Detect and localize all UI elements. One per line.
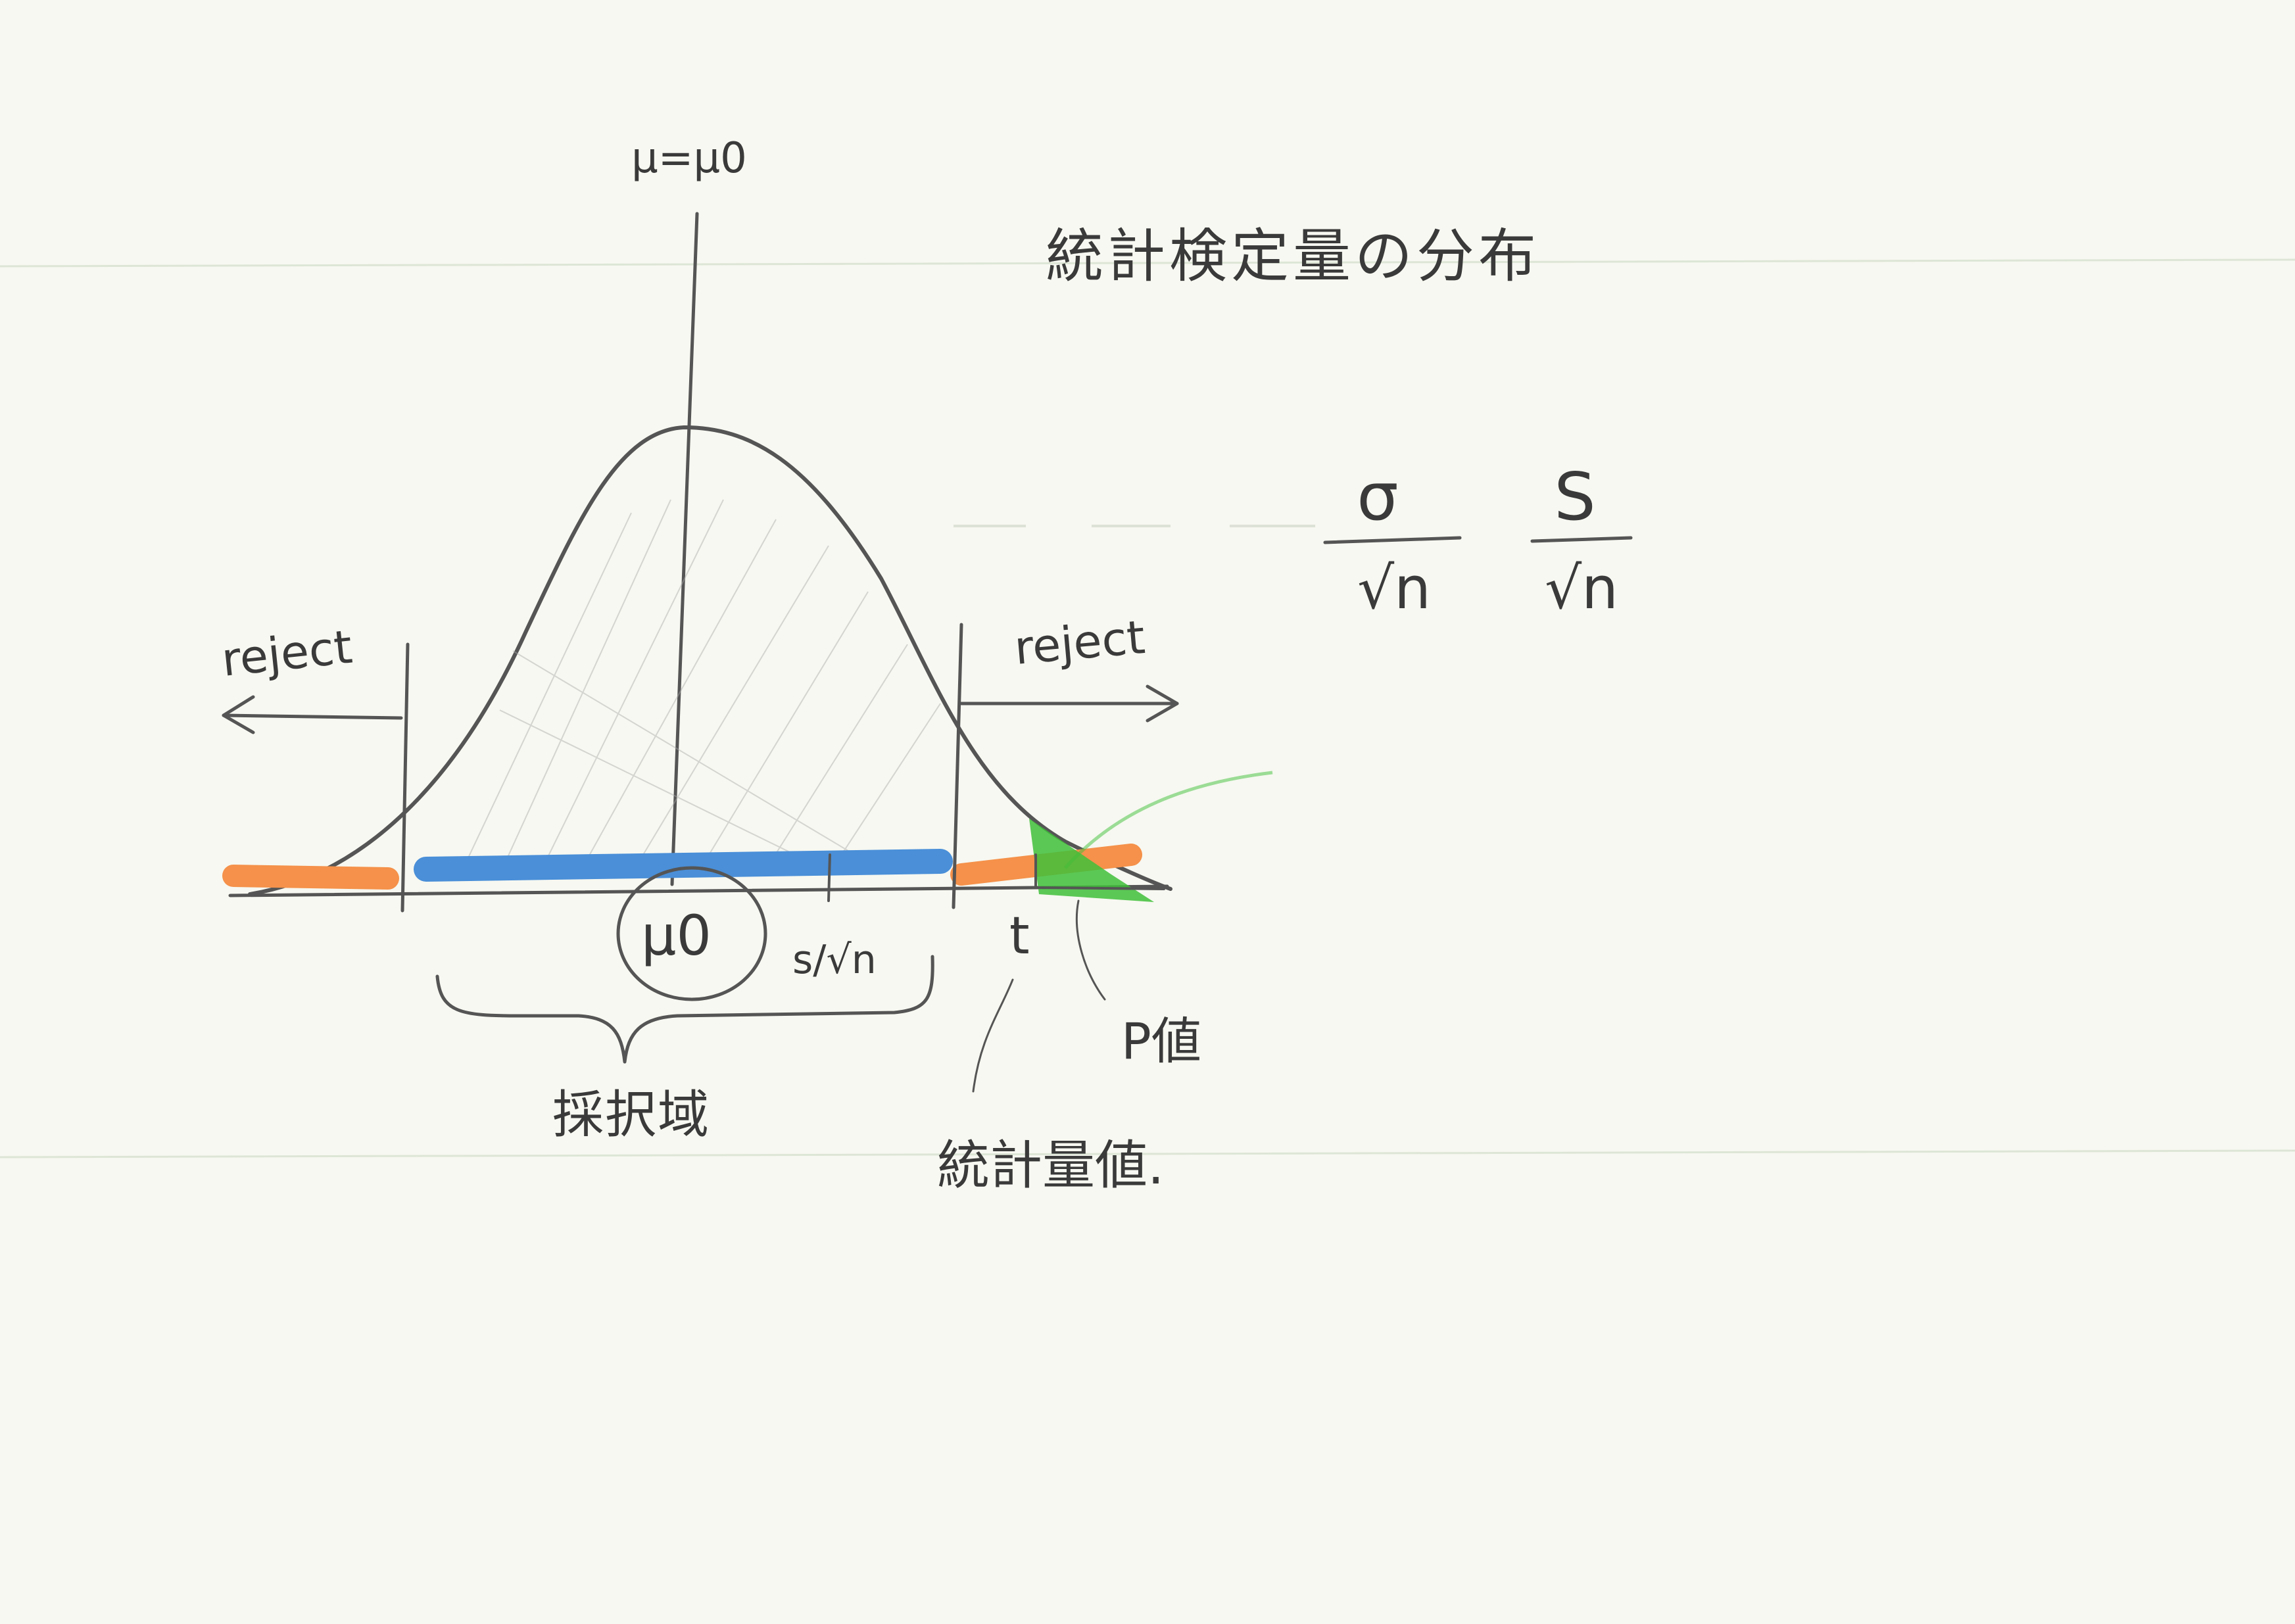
reject-label-right: reject xyxy=(1012,610,1147,675)
formula-s-numerator: S xyxy=(1554,458,1595,535)
reject-arrow-left xyxy=(222,695,403,734)
formula-s-denominator: √n xyxy=(1545,554,1618,622)
p-label: P値 xyxy=(1121,1012,1201,1070)
t-label: t xyxy=(1009,907,1030,966)
formula-sigma-bar xyxy=(1323,536,1462,544)
stat-label: 統計量値. xyxy=(937,1135,1164,1196)
ruled-lines xyxy=(0,258,2295,1158)
accept-brace xyxy=(435,955,934,1064)
reject-band-left xyxy=(222,865,399,890)
formula-s: S √n xyxy=(1530,458,1633,622)
p-value-outline xyxy=(1034,853,1165,890)
t-pointer xyxy=(972,978,1014,1093)
distribution-curve xyxy=(248,425,1172,896)
se-label: s/√n xyxy=(792,937,877,983)
p-value-stroke xyxy=(1064,771,1273,869)
formula-sigma-numerator: σ xyxy=(1357,458,1398,535)
reject-label-left: reject xyxy=(219,620,354,687)
center-label: μ=μ0 xyxy=(631,134,747,183)
formula-sigma: σ √n xyxy=(1323,458,1462,622)
formula-sigma-denominator: √n xyxy=(1357,554,1431,622)
critical-line-left xyxy=(400,642,410,913)
p-value-tail xyxy=(1029,819,1154,902)
formula-s-bar xyxy=(1530,536,1633,543)
critical-line-right xyxy=(952,623,963,909)
mean-circle xyxy=(616,866,767,1001)
accept-label: 採択域 xyxy=(552,1086,710,1145)
curve-hatching xyxy=(460,499,941,875)
mean-label: μ0 xyxy=(641,903,712,968)
se-tick xyxy=(827,853,831,902)
baseline-axis xyxy=(228,884,1169,897)
p-pointer xyxy=(1075,899,1106,1001)
accept-band xyxy=(414,849,953,882)
reject-arrow-right xyxy=(959,684,1179,723)
center-line xyxy=(670,212,699,886)
diagram-title: 統計検定量の分布 xyxy=(1046,222,1540,290)
